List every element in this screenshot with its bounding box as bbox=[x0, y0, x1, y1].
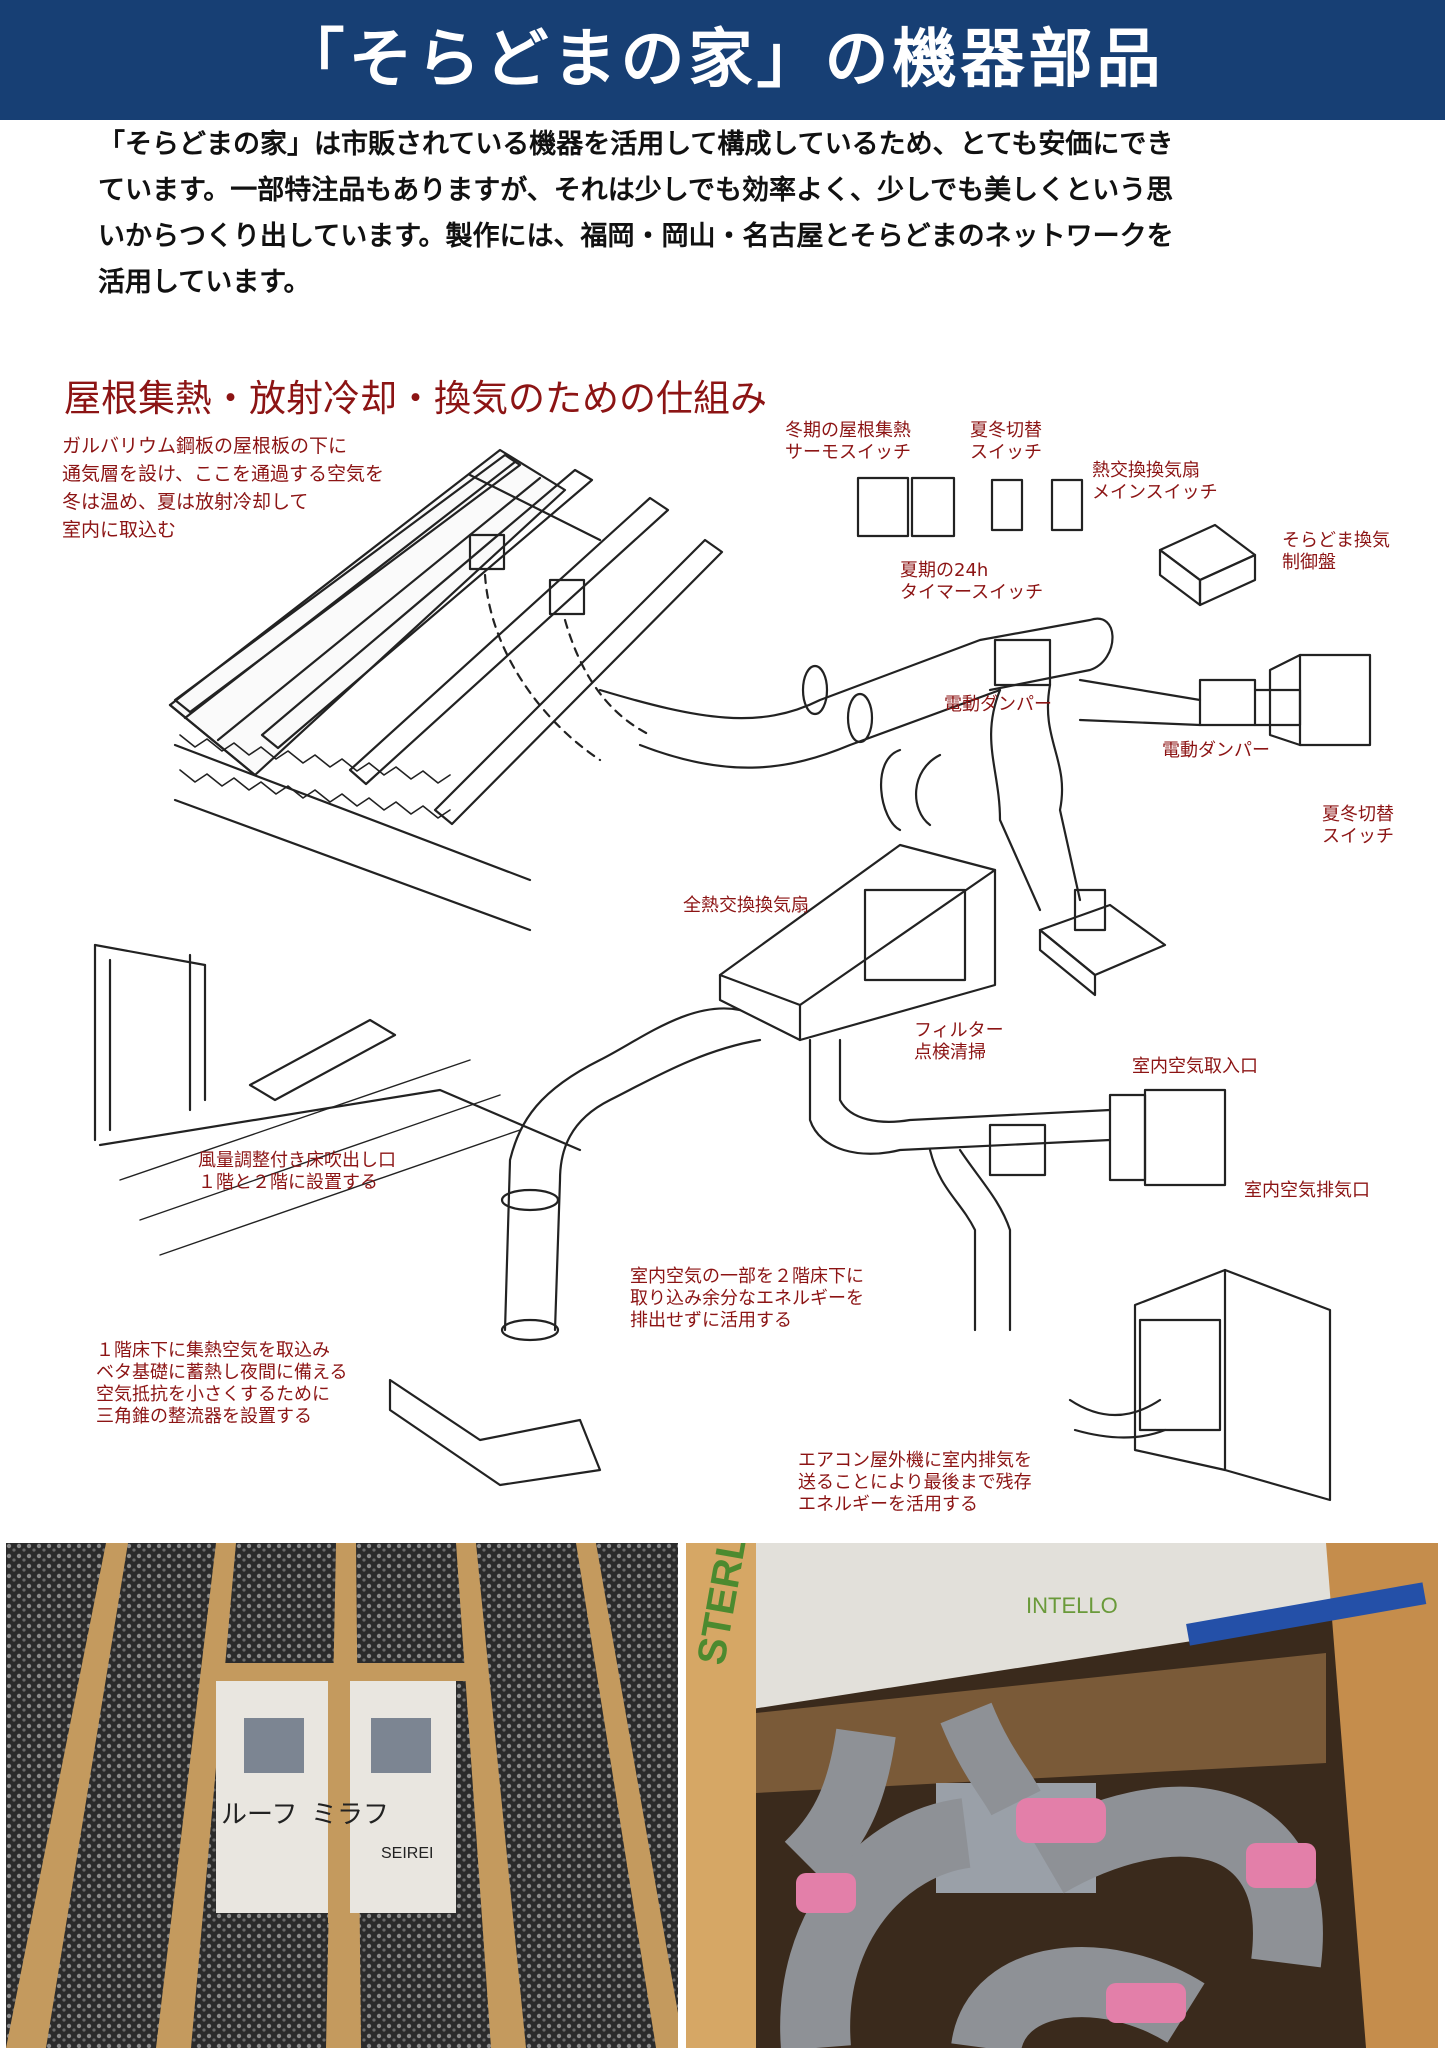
season-switch-right-label: 夏冬切替 スイッチ bbox=[1322, 804, 1394, 847]
roof-photo-text: SEIREI bbox=[381, 1845, 433, 1862]
duct-photo: STERL INTELLO bbox=[686, 1543, 1438, 2048]
roof-section-drawing bbox=[168, 448, 724, 932]
timer-switch-label: 夏期の24h タイマースイッチ bbox=[900, 560, 1044, 603]
section-title: 屋根集熱・放射冷却・換気のための仕組み bbox=[64, 377, 767, 420]
filter-label: フィルター 点検清掃 bbox=[914, 1020, 1004, 1063]
floor-outlet-label: 風量調整付き床吹出し口 １階と２階に設置する bbox=[198, 1150, 396, 1193]
intro-line: 「そらどまの家」は市販されている機器を活用して構成しているため、とても安価にでき bbox=[98, 129, 1174, 160]
duct-drawing bbox=[598, 617, 1372, 997]
duct-photo-illustration: STERL INTELLO bbox=[686, 1543, 1438, 2048]
intro-line: 活用しています。 bbox=[98, 267, 311, 298]
floor-drawing bbox=[93, 943, 582, 1256]
foundation-drawing bbox=[388, 1378, 602, 1487]
ventilation-diagram bbox=[93, 448, 1372, 1502]
roof-note-label: ガルバリウム鋼板の屋根板の下に 通気層を設け、ここを通過する空気を 冬は温め、夏… bbox=[62, 435, 385, 541]
page-title: 「そらどまの家」の機器部品 bbox=[280, 22, 1165, 97]
header-bar: 「そらどまの家」の機器部品 bbox=[0, 0, 1445, 120]
ac-unit-drawing bbox=[1068, 1268, 1332, 1502]
roof-photo: ルーフ ミラフ SEIREI bbox=[6, 1543, 678, 2048]
foundation-label: １階床下に集熱空気を取込み ベタ基礎に蓄熱し夜間に備える 空気抵抗を小さくするた… bbox=[96, 1340, 348, 1427]
damper-label: 電動ダンパー bbox=[944, 694, 1052, 715]
switches-drawing bbox=[856, 476, 1257, 607]
duct-photo-text: INTELLO bbox=[1026, 1593, 1118, 1618]
down-duct-drawing bbox=[500, 1007, 1227, 1342]
damper-label: 電動ダンパー bbox=[1162, 740, 1270, 761]
intro-paragraph: 「そらどまの家」は市販されている機器を活用して構成しているため、とても安価にでき… bbox=[98, 122, 1358, 306]
heat-exchanger-drawing bbox=[718, 843, 997, 1042]
reuse-air-label: 室内空気の一部を２階床下に 取り込み余分なエネルギーを 排出せずに活用する bbox=[630, 1266, 864, 1331]
intro-line: いからつくり出しています。製作には、福岡・岡山・名古屋とそらどまのネットワークを bbox=[98, 221, 1174, 252]
intro-line: ています。一部特注品もありますが、それは少しでも効率よく、少しでも美しくという思 bbox=[98, 175, 1174, 206]
control-panel-label: そらどま換気 制御盤 bbox=[1282, 530, 1390, 573]
roof-photo-text: ルーフ bbox=[221, 1799, 297, 1829]
indoor-intake-label: 室内空気取入口 bbox=[1132, 1056, 1258, 1077]
ac-unit-label: エアコン屋外機に室内排気を 送ることにより最後まで残存 エネルギーを活用する bbox=[798, 1450, 1032, 1515]
season-switch-label: 夏冬切替 スイッチ bbox=[970, 420, 1042, 463]
indoor-exhaust-label: 室内空気排気口 bbox=[1244, 1180, 1370, 1201]
winter-switch-label: 冬期の屋根集熱 サーモスイッチ bbox=[785, 420, 911, 463]
roof-photo-text: ミラフ bbox=[311, 1799, 389, 1829]
heat-exchanger-label: 全熱交換換気扇 bbox=[683, 895, 809, 916]
roof-photo-illustration: ルーフ ミラフ SEIREI bbox=[6, 1543, 678, 2048]
main-switch-label: 熱交換換気扇 メインスイッチ bbox=[1092, 460, 1218, 503]
